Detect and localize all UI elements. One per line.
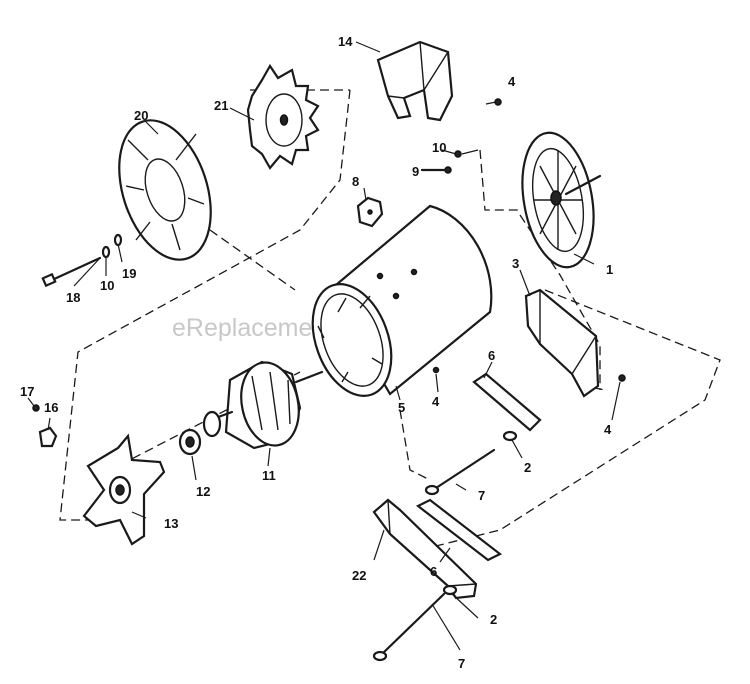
part-3-mounting-bracket xyxy=(524,288,600,398)
part-16-nut xyxy=(38,426,58,448)
callout-9: 9 xyxy=(412,164,419,179)
callout-7-lower: 7 xyxy=(458,656,465,671)
callout-12: 12 xyxy=(196,484,210,499)
callout-4-right: 4 xyxy=(604,422,612,437)
callout-5: 5 xyxy=(398,400,405,415)
part-6-strap-upper xyxy=(472,372,542,432)
part-7-bolt-lower xyxy=(372,592,446,662)
part-19-lockwasher xyxy=(113,233,123,247)
callout-6-upper: 6 xyxy=(488,348,495,363)
callout-16: 16 xyxy=(44,400,58,415)
part-4-screw-mid xyxy=(432,366,440,374)
callout-2-lower: 2 xyxy=(490,612,497,627)
part-20-fan-guard xyxy=(118,119,212,261)
part-4-screw-upper xyxy=(485,98,502,106)
part-2-washer-upper xyxy=(502,430,518,442)
callout-21: 21 xyxy=(214,98,228,113)
callout-3: 3 xyxy=(512,256,519,271)
callout-13: 13 xyxy=(164,516,178,531)
leader-lines xyxy=(27,41,621,651)
callout-10-upper: 10 xyxy=(432,140,446,155)
part-21-fan xyxy=(246,63,320,170)
callout-labels: 14 4 21 20 10 9 8 18 10 19 1 3 6 5 4 4 1… xyxy=(20,34,613,671)
callout-6-lower: 6 xyxy=(430,564,437,579)
part-13-star-pulley xyxy=(82,433,166,546)
part-1-end-bell xyxy=(521,131,602,269)
part-10-washer xyxy=(101,245,111,259)
callout-17: 17 xyxy=(20,384,34,399)
callout-4-mid: 4 xyxy=(432,394,440,409)
part-4-screw-right xyxy=(618,374,626,382)
callout-8: 8 xyxy=(352,174,359,189)
callout-4-upper: 4 xyxy=(508,74,516,89)
part-2-washer-lower xyxy=(442,584,458,596)
callout-14: 14 xyxy=(338,34,353,49)
part-6-strap-lower xyxy=(415,498,503,562)
callout-10-lower: 10 xyxy=(100,278,114,293)
part-12-bearing xyxy=(178,428,202,456)
callout-18: 18 xyxy=(66,290,80,305)
part-18-bolt xyxy=(41,256,102,288)
part-8-cap xyxy=(356,196,384,228)
callout-1: 1 xyxy=(606,262,613,277)
part-17-screw xyxy=(32,404,40,412)
callout-22: 22 xyxy=(352,568,366,583)
part-7-bolt-upper xyxy=(424,448,496,496)
part-5-housing xyxy=(311,204,493,397)
callout-11: 11 xyxy=(262,468,276,483)
callout-2-upper: 2 xyxy=(524,460,531,475)
callout-19: 19 xyxy=(122,266,136,281)
part-14-bracket-cover xyxy=(376,40,454,122)
part-10-washer-upper xyxy=(454,149,479,158)
callout-7-upper: 7 xyxy=(478,488,485,503)
callout-20: 20 xyxy=(134,108,148,123)
part-22-base-bracket xyxy=(372,498,478,600)
part-11-rotor xyxy=(202,360,324,450)
